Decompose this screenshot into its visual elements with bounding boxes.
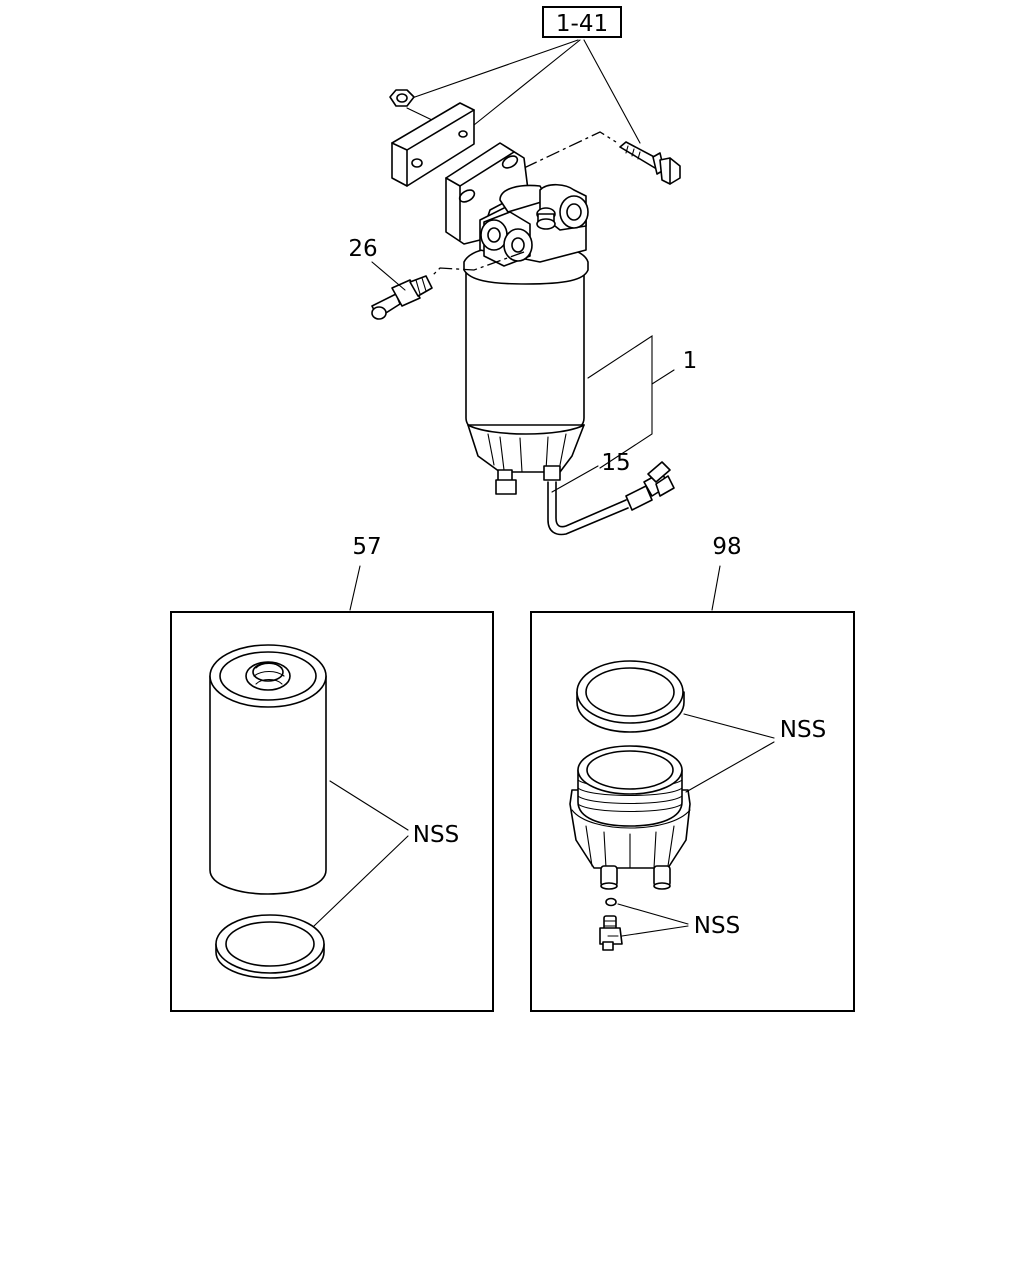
ref-section-box [542, 6, 622, 38]
part-26-label[interactable]: 26 [348, 236, 377, 262]
filter-bowl-icon [569, 745, 691, 890]
callout-line-nss-bowl [685, 741, 775, 793]
part-98-label[interactable]: 98 [712, 534, 741, 560]
ref-section-callout[interactable]: 1-41 [411, 6, 641, 144]
sensor-harness-icon [547, 461, 675, 536]
nss-element-label[interactable]: NSS [413, 822, 459, 848]
element-seal-ring-icon [215, 914, 325, 979]
panel-57-frame [170, 611, 494, 1012]
callout-line-15 [551, 465, 599, 493]
filter-element-icon [209, 644, 327, 895]
filter-housing-icon [465, 267, 585, 495]
o-ring-icon [605, 897, 617, 907]
callout-line-nss-element-1 [329, 780, 409, 831]
spacer-block-icon [391, 102, 475, 187]
callout-line-nss-oring [617, 903, 689, 925]
nss-sensor-label[interactable]: NSS [694, 913, 740, 939]
part-15-label[interactable]: 15 [601, 450, 630, 476]
panel-98-frame [530, 611, 855, 1012]
callout-line-98 [711, 565, 721, 611]
mounting-bracket-icon [445, 142, 529, 245]
bolt-icon [619, 141, 681, 185]
filter-head-icon [463, 183, 589, 285]
callout-line-1 [587, 334, 653, 469]
callout-line-26 [371, 261, 406, 291]
ref-section-label: 1-41 [556, 11, 608, 37]
inlet-fitting-icon [371, 275, 433, 320]
bowl-seal-ring-icon [576, 660, 685, 733]
callout-line-57 [349, 565, 361, 611]
part-1-label[interactable]: 1 [683, 348, 698, 374]
callout-line-nss-element-2 [313, 835, 409, 927]
part-57-label[interactable]: 57 [352, 534, 381, 560]
callout-line-nss-ring [683, 713, 775, 739]
callout-line-nss-sensor [621, 925, 689, 937]
nss-bowl-label[interactable]: NSS [780, 717, 826, 743]
nut-icon [389, 89, 433, 121]
drain-sensor-icon [599, 897, 623, 951]
fuel-filter-assembly-icon [371, 89, 681, 536]
